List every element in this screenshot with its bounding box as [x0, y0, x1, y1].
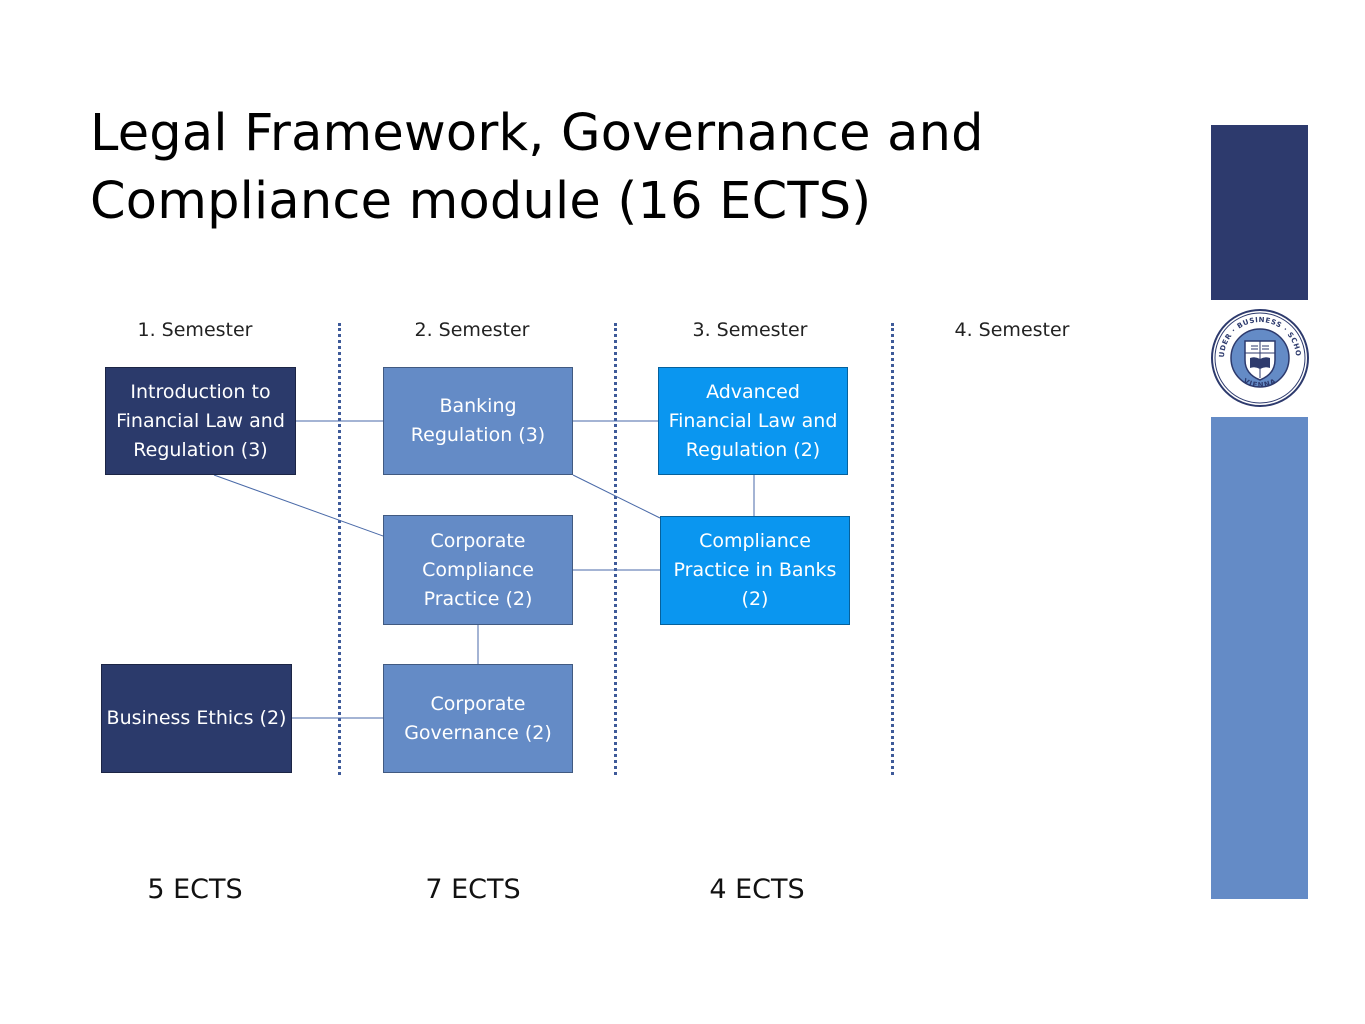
lauder-business-school-seal-logo: LAUDER · BUSINESS · SCHOOL VIENNA: [1210, 308, 1309, 407]
ects-total-semester-3: 4 ECTS: [709, 874, 805, 905]
connector-intro-to-corporate-compliance: [213, 474, 384, 537]
course-compliance-practice-banks: Compliance Practice in Banks (2): [660, 516, 850, 625]
semester-label-1: 1. Semester: [137, 319, 253, 341]
course-business-ethics: Business Ethics (2): [101, 664, 292, 773]
semester-divider-3: [891, 323, 894, 775]
ects-total-semester-2: 7 ECTS: [425, 874, 521, 905]
semester-label-2: 2. Semester: [414, 319, 530, 341]
brand-bar-top: [1211, 125, 1308, 300]
ects-total-semester-1: 5 ECTS: [147, 874, 243, 905]
slide-title: Legal Framework, Governance and Complian…: [90, 104, 984, 231]
semester-label-4: 4. Semester: [954, 319, 1070, 341]
course-intro-financial-law: Introduction to Financial Law and Regula…: [105, 367, 296, 475]
connector-banking-to-compliance-banks: [572, 474, 661, 519]
course-banking-regulation: Banking Regulation (3): [383, 367, 573, 475]
brand-bar-bottom: [1211, 417, 1308, 899]
course-corporate-compliance-practice: Corporate Compliance Practice (2): [383, 515, 573, 625]
semester-divider-2: [614, 323, 617, 775]
course-advanced-financial-law: Advanced Financial Law and Regulation (2…: [658, 367, 848, 475]
semester-divider-1: [338, 323, 341, 775]
svg-text:VIENNA: VIENNA: [1242, 377, 1278, 389]
semester-label-3: 3. Semester: [692, 319, 808, 341]
course-corporate-governance: Corporate Governance (2): [383, 664, 573, 773]
